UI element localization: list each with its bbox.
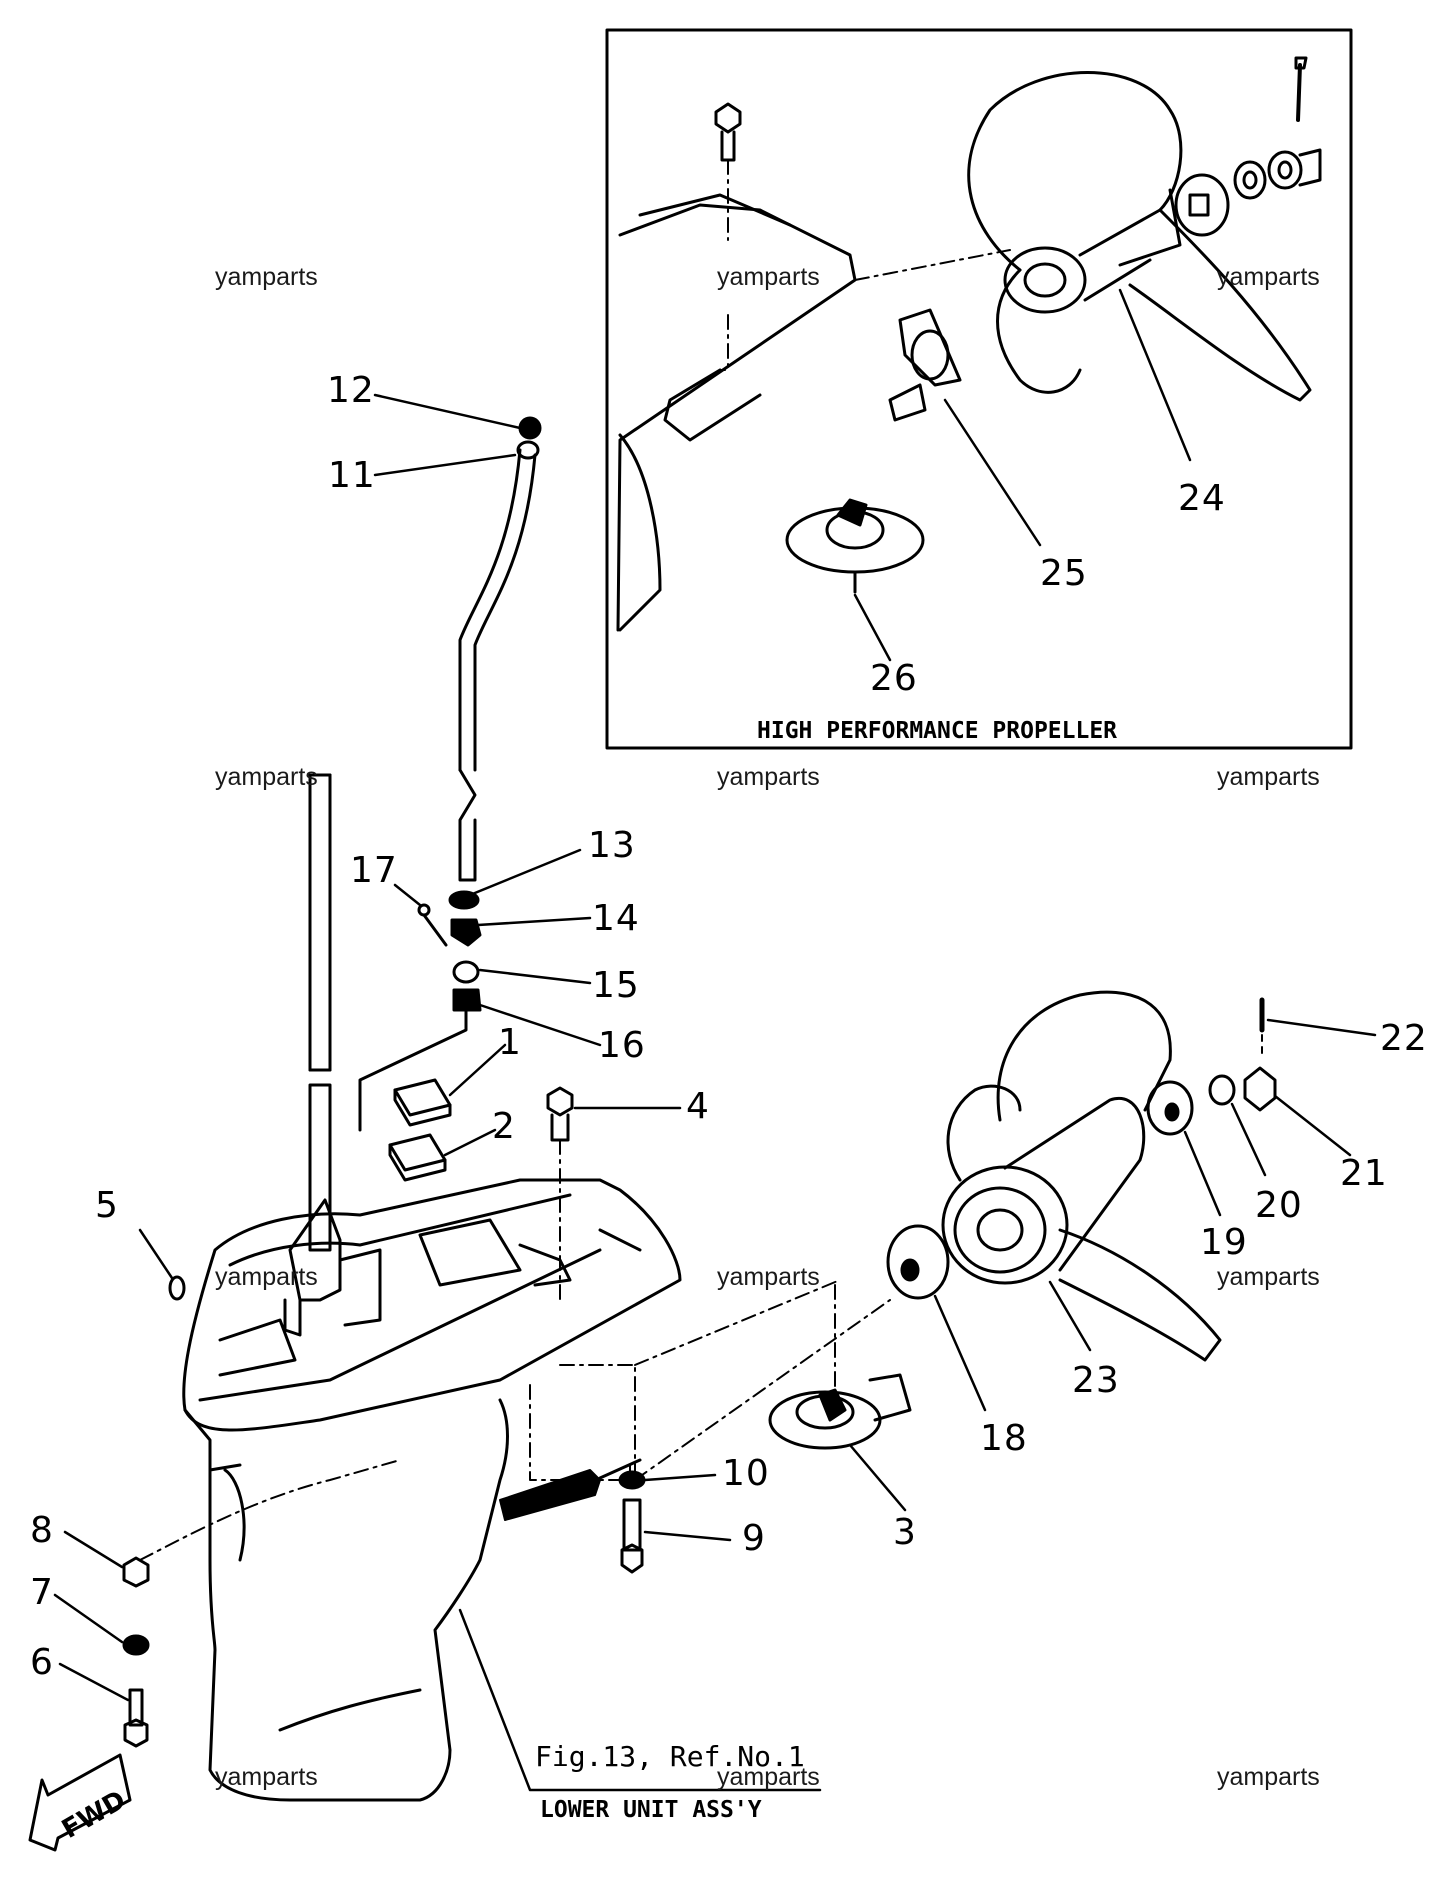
leader-15 [478,968,592,985]
leader-1 [448,1043,507,1097]
leader-3 [848,1443,907,1512]
leader-19 [1183,1130,1222,1217]
inset-spacer [888,308,962,422]
assembly-label: LOWER UNIT ASS'Y [540,1797,762,1823]
plug-5 [168,1275,186,1301]
callout-10: 10 [722,1453,770,1494]
inset-frame [605,28,1353,750]
washer-7 [122,1634,150,1656]
watermark: yamparts [215,1263,318,1291]
washer-10 [618,1470,646,1490]
inset-gearcase [616,203,857,632]
plug-12 [518,416,542,440]
watermark: yamparts [215,263,318,291]
leader-8 [63,1530,124,1569]
callout-12: 12 [327,370,375,411]
leader-9 [643,1530,732,1542]
callout-25: 25 [1040,553,1088,594]
watermark: yamparts [215,763,318,791]
callout-17: 17 [350,850,398,891]
leader-20 [1230,1102,1267,1177]
callout-15: 15 [592,965,640,1006]
watermark: yamparts [717,763,820,791]
callout-19: 19 [1200,1222,1248,1263]
shift-rod [308,773,332,1252]
callout-26: 26 [870,658,918,699]
nut-8 [122,1556,150,1588]
lower-unit-body [182,1178,682,1802]
leader-5 [138,1228,174,1280]
watermark: yamparts [1217,263,1320,291]
callout-8: 8 [30,1510,54,1551]
leader-7 [53,1593,124,1644]
leader-18 [933,1294,987,1412]
callout-6: 6 [30,1642,54,1683]
bolt-4 [546,1086,574,1142]
leader-24 [1118,288,1192,462]
callout-20: 20 [1255,1185,1303,1226]
callout-22: 22 [1380,1018,1428,1059]
callout-14: 14 [592,898,640,939]
leader-2 [443,1128,497,1157]
callout-9: 9 [742,1518,766,1559]
callout-1: 1 [498,1022,522,1063]
prop-shaft [499,1458,642,1521]
inset-propeller [967,71,1312,402]
nut-21 [1243,1066,1277,1112]
leader-25 [943,398,1042,547]
bolt-9 [620,1498,644,1574]
propeller-23 [941,990,1222,1362]
leader-17 [393,883,422,907]
inset-title: HIGH PERFORMANCE PROPELLER [757,718,1118,744]
inset-bolt [714,102,742,162]
callout-13: 13 [588,825,636,866]
leader-10 [643,1473,717,1482]
leader-26 [853,593,892,662]
leader-16 [478,1003,602,1047]
washer-20 [1208,1074,1236,1106]
callout-3: 3 [893,1512,917,1553]
anode-2 [388,1133,447,1182]
hose-fittings [358,890,482,1132]
fwd-arrow-icon [28,1753,132,1852]
bolt-6 [123,1688,149,1748]
leader-13 [468,848,582,897]
leader-lower-unit [458,1608,822,1792]
callout-7: 7 [30,1572,54,1613]
leader-14 [476,916,592,927]
leader-11 [373,453,517,477]
inset-hardware [1174,56,1322,237]
leader-6 [58,1662,130,1702]
watermark: yamparts [215,1763,318,1791]
leader-12 [373,393,522,430]
watermark: yamparts [717,1263,820,1291]
callout-2: 2 [492,1106,516,1147]
speedometer-hose [458,440,540,882]
callout-11: 11 [328,455,376,496]
callout-21: 21 [1340,1153,1388,1194]
callout-4: 4 [686,1086,710,1127]
trim-anode-3 [768,1373,912,1450]
watermark: yamparts [717,1763,820,1791]
watermark: yamparts [1217,1263,1320,1291]
inset-anode [785,498,925,594]
watermark: yamparts [1217,763,1320,791]
watermark: yamparts [1217,1763,1320,1791]
callout-5: 5 [95,1185,119,1226]
callout-18: 18 [980,1418,1028,1459]
watermark: yamparts [717,263,820,291]
figure-reference: Fig.13, Ref.No.1 [535,1740,805,1773]
leader-22 [1266,1018,1377,1037]
leader-23 [1048,1280,1092,1352]
callout-24: 24 [1178,478,1226,519]
leader-21 [1273,1094,1352,1157]
washer-19 [1146,1080,1194,1136]
callout-23: 23 [1072,1360,1120,1401]
thrust-washer-18 [886,1224,950,1300]
callout-16: 16 [598,1025,646,1066]
anode-1 [393,1078,452,1127]
